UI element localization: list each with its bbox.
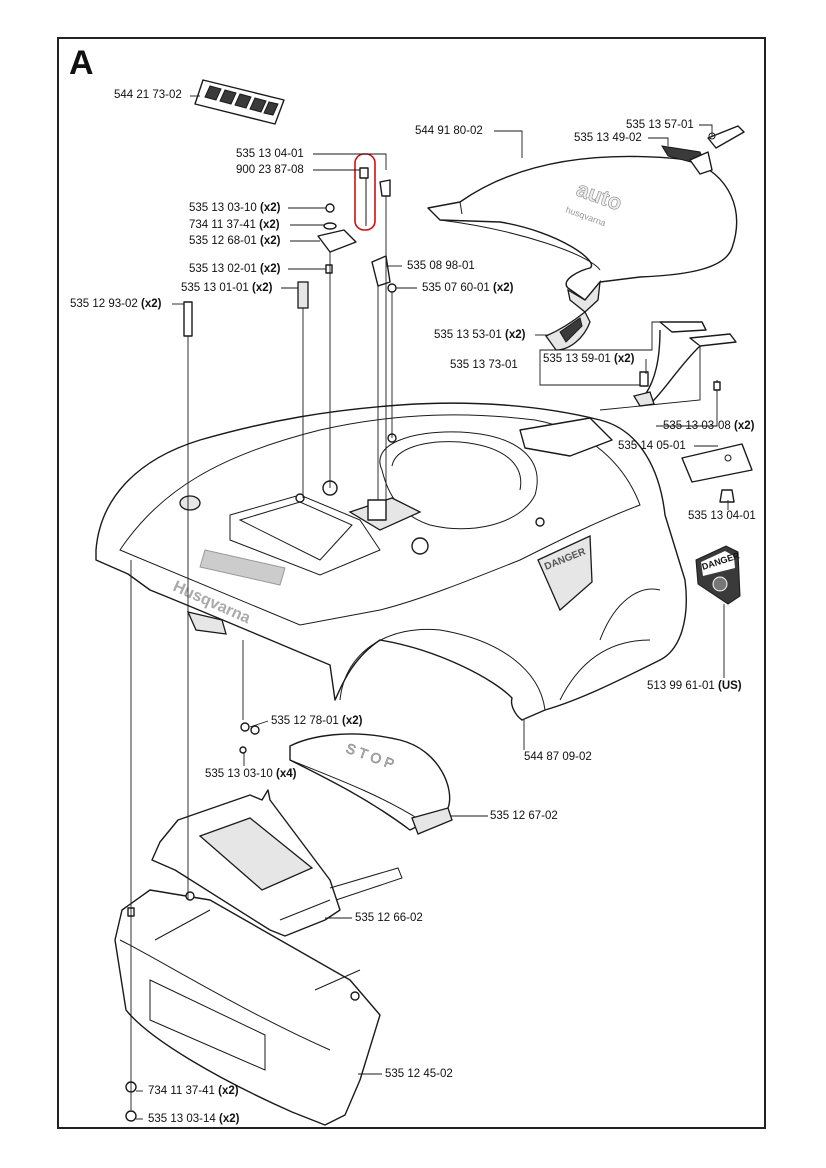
danger-decal: DANGER — [695, 545, 741, 605]
label-544-87-09-02: 544 87 09-02 — [524, 751, 592, 763]
label-535-13-02-01: 535 13 02-01 (x2) — [189, 263, 281, 275]
decal-sheet — [194, 79, 285, 125]
label-535-13-59-01: 535 13 59-01 (x2) — [543, 353, 635, 365]
right-fasteners — [681, 380, 753, 503]
label-535-07-60-01: 535 07 60-01 (x2) — [422, 282, 514, 294]
label-535-14-05-01: 535 14 05-01 — [618, 440, 686, 452]
label-734-11-37-41: 734 11 37-41 (x2) — [189, 219, 280, 231]
stop-button-part: STOP — [239, 722, 453, 835]
label-535-12-78-01: 535 12 78-01 (x2) — [271, 715, 363, 727]
lower-panel — [151, 789, 403, 937]
label-535-13-04-01-right: 535 13 04-01 — [688, 510, 756, 522]
top-cover-hatch: auto husqvarna — [427, 155, 738, 313]
label-535-08-98-01: 535 08 98-01 — [407, 260, 475, 272]
main-body: DANGER Husqvarna — [95, 402, 687, 721]
rear-bracket — [632, 321, 737, 407]
label-535-13-01-01: 535 13 01-01 (x2) — [181, 282, 273, 294]
label-535-13-53-01: 535 13 53-01 (x2) — [434, 329, 526, 341]
label-734-11-37-41-bottom: 734 11 37-41 (x2) — [148, 1085, 239, 1097]
label-535-13-04-01: 535 13 04-01 — [236, 148, 304, 160]
label-544-21-73-02: 544 21 73-02 — [114, 89, 182, 101]
label-544-91-80-02: 544 91 80-02 — [415, 125, 483, 137]
diagram-frame — [57, 37, 766, 1129]
label-535-13-03-14: 535 13 03-14 (x2) — [148, 1113, 240, 1125]
highlight-box — [354, 153, 376, 231]
label-535-12-67-02: 535 12 67-02 — [490, 810, 558, 822]
label-535-13-73-01: 535 13 73-01 — [450, 359, 518, 371]
label-535-13-57-01: 535 13 57-01 — [626, 119, 694, 131]
label-535-13-03-08: 535 13 03-08 (x2) — [663, 420, 755, 432]
label-535-13-03-10-x4: 535 13 03-10 (x4) — [205, 768, 297, 780]
label-535-13-03-10: 535 13 03-10 (x2) — [189, 202, 281, 214]
label-535-12-68-01: 535 12 68-01 (x2) — [189, 235, 281, 247]
label-513-99-61-01: 513 99 61-01 (US) — [647, 680, 742, 692]
label-535-12-45-02: 535 12 45-02 — [385, 1068, 453, 1080]
left-fasteners — [125, 167, 397, 1122]
label-535-12-66-02: 535 12 66-02 — [355, 912, 423, 924]
label-900-23-87-08: 900 23 87-08 — [236, 164, 304, 176]
leader-lines — [130, 95, 729, 1120]
latch-parts — [661, 125, 745, 175]
front-bumper — [114, 889, 381, 1126]
label-535-13-49-02: 535 13 49-02 — [574, 132, 642, 144]
cover-hinge — [545, 310, 591, 351]
section-letter: A — [69, 44, 94, 82]
label-535-12-93-02: 535 12 93-02 (x2) — [70, 298, 162, 310]
